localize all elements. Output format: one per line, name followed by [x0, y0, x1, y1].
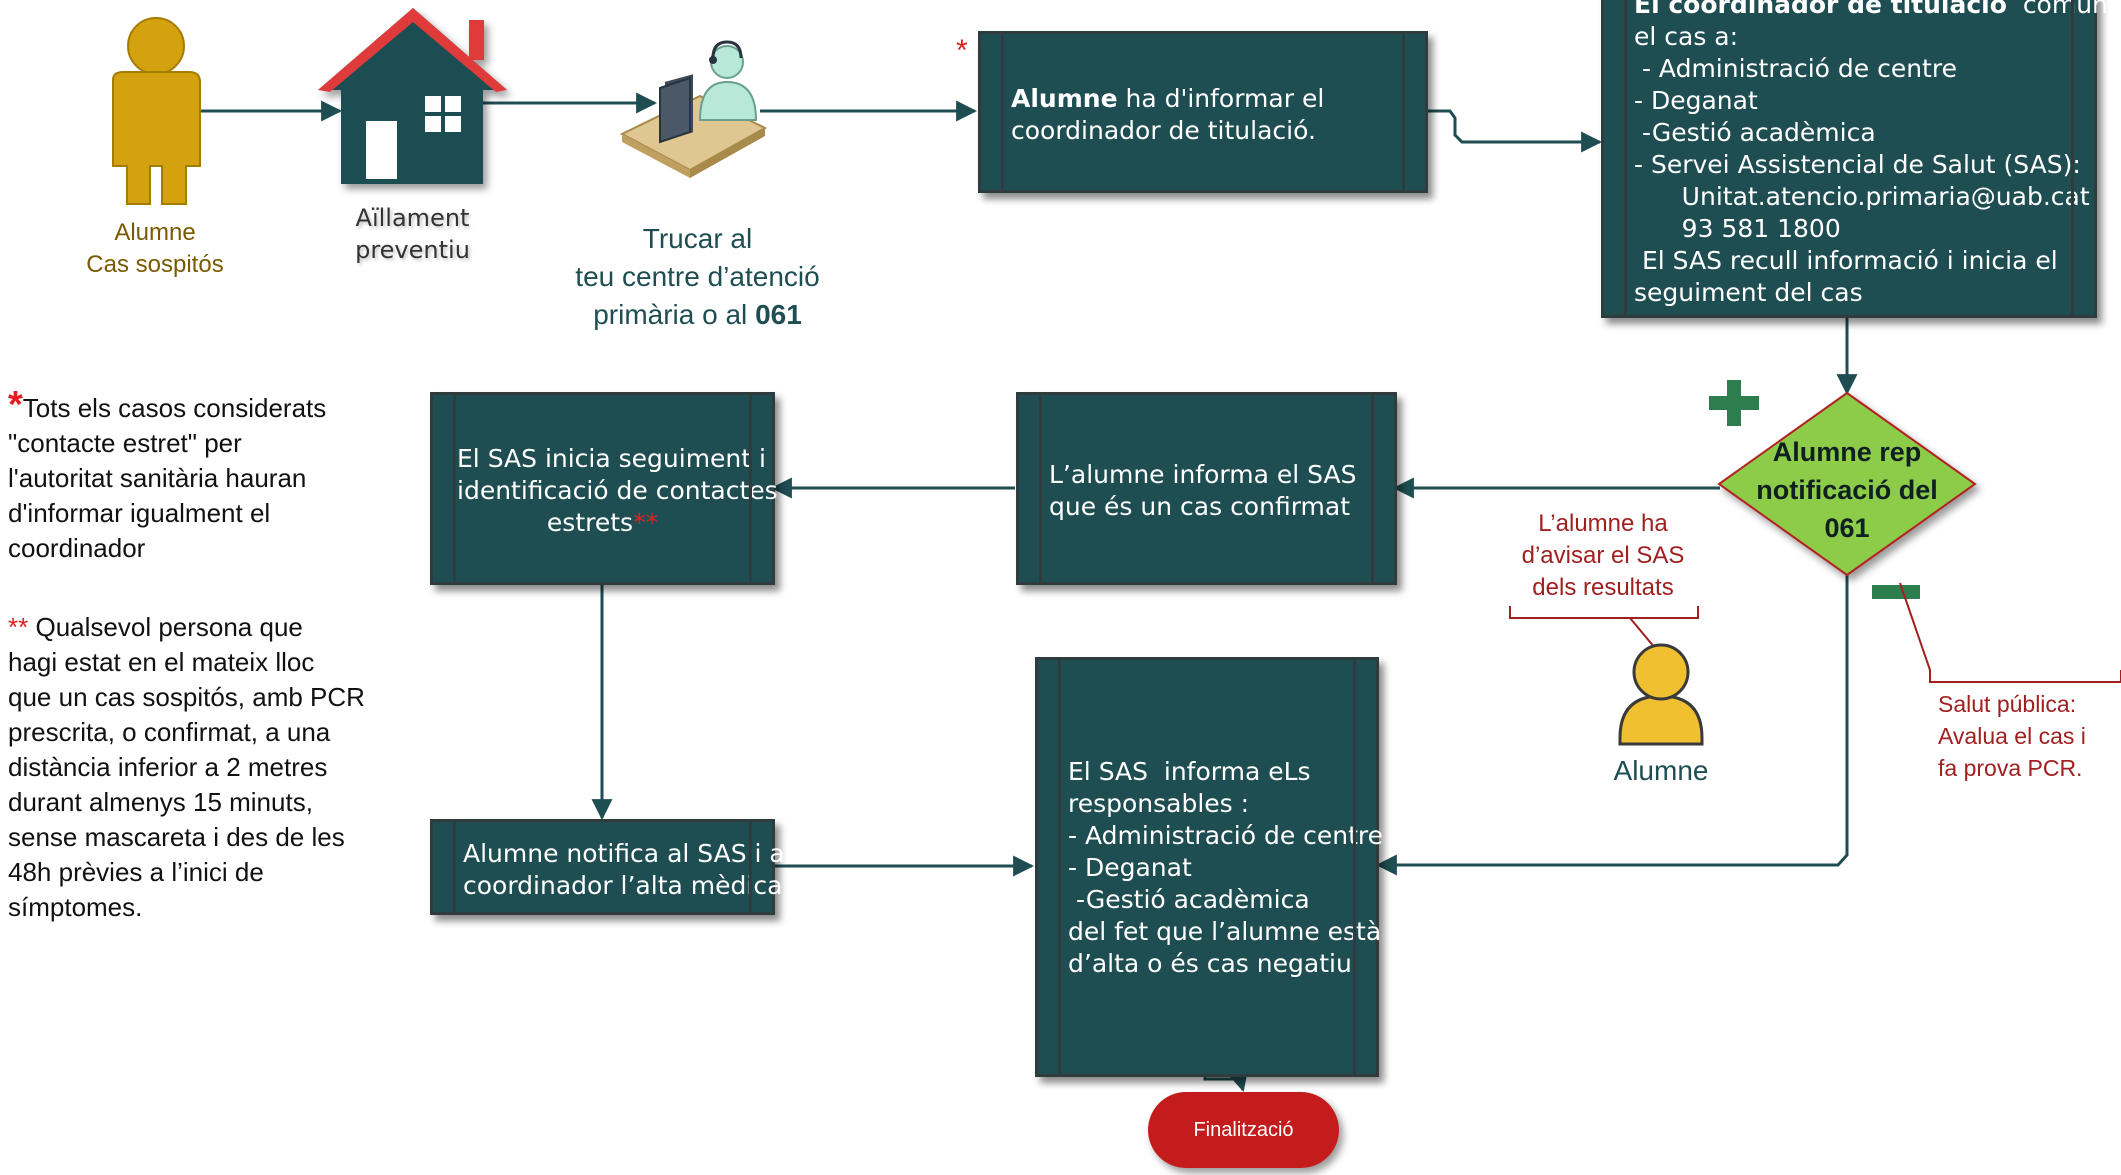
- student-informs-line1: L’alumne informa el SAS: [1049, 460, 1357, 489]
- decision-line2: notificació del: [1756, 475, 1938, 505]
- box-student-notifies: Alumne notifica al SAS i al coordinador …: [430, 819, 792, 915]
- sas-tracking-footnote-mark: **: [633, 508, 659, 537]
- arrow-decision-negative-to-sas-informs: [1375, 575, 1849, 876]
- footnote-2-line5: distància inferior a 2 metres: [8, 752, 328, 782]
- sas-informs-line3: - Administració de centre: [1068, 821, 1384, 850]
- footnote-1-line2: "contacte estret" per: [8, 428, 242, 458]
- student-avatar-icon: [1618, 643, 1704, 746]
- coordinator-line3: - Deganat: [1634, 86, 1758, 115]
- call-center-icon: [619, 40, 768, 178]
- note-bracket-results: [1509, 606, 1699, 649]
- end-label: Finalització: [1193, 1119, 1294, 1141]
- footnote-2-line3: que un cas sospitós, amb PCR: [8, 682, 365, 712]
- student-label-line2: Cas sospitós: [86, 251, 224, 278]
- note-bracket-public-health: [1899, 582, 2121, 683]
- footnote-1-line4: d'informar igualment el: [8, 498, 271, 528]
- arrow-inform-to-coordinator: [1425, 109, 1603, 153]
- footnote-2-text1: Qualsevol persona que: [28, 612, 303, 642]
- note-public-health-line2: Avalua el cas i: [1938, 723, 2086, 749]
- isolation-label-line1: Aïllament: [355, 204, 470, 232]
- student-notifies-line1: Alumne notifica al SAS i al: [463, 839, 792, 868]
- note-notify-results-line3: dels resultats: [1532, 574, 1674, 601]
- footnote-1-line5: coordinador: [8, 533, 146, 563]
- coordinator-line5: - Servei Assistencial de Salut (SAS):: [1634, 150, 2081, 179]
- footnote-1-line3: l'autoritat sanitària hauran: [8, 463, 307, 493]
- sas-informs-line1: El SAS informa eLs: [1068, 757, 1311, 786]
- coordinator-line4: -Gestió acadèmica: [1634, 118, 1876, 147]
- sas-tracking-line3: estrets**: [457, 507, 748, 539]
- box-coordinator-communicates: El coordinador de titulació comunica el …: [1601, 0, 2121, 318]
- box-sas-tracking: El SAS inicia seguiment i identificació …: [430, 392, 778, 585]
- coordinator-line7: 93 581 1800: [1634, 214, 1841, 243]
- inform-coordinator-line1: Alumne ha d'informar el: [1011, 83, 1397, 115]
- footnote-2-mark: **: [8, 612, 29, 642]
- call-label-line2: teu centre d’atenció: [575, 261, 820, 292]
- footnote-2-line8: 48h prèvies a l’inici de: [8, 857, 264, 887]
- call-label-line3-prefix: primària o al: [593, 299, 756, 330]
- note-public-health: Salut pública: Avalua el cas i fa prova …: [1938, 688, 2118, 784]
- footnote-2-line9: símptomes.: [8, 892, 143, 922]
- decision-text: Alumne rep notificació del 061: [1740, 433, 1954, 547]
- coordinator-bold: El coordinador de titulació: [1634, 0, 2007, 19]
- note-notify-results-line1: L’alumne ha: [1538, 510, 1668, 537]
- student-person-icon: [112, 17, 201, 205]
- coordinator-line0-rest: comunica: [2022, 0, 2121, 19]
- coordinator-line6: Unitat.atencio.primaria@uab.cat: [1634, 182, 2090, 211]
- isolation-label: Aïllament preventiu: [340, 202, 485, 266]
- decision-diamond: [1717, 391, 1977, 577]
- sas-tracking-line1: El SAS inicia seguiment i: [457, 444, 766, 473]
- box-inform-coordinator: Alumne ha d'informar el coordinador de t…: [978, 31, 1428, 193]
- plus-sign-icon: [1709, 380, 1759, 426]
- call-label: Trucar al teu centre d’atenció primària …: [540, 220, 855, 334]
- house-icon: [318, 8, 507, 184]
- student-informs-line2: que és un cas confirmat: [1049, 492, 1351, 521]
- decision-line3: 061: [1824, 513, 1870, 543]
- note-public-health-line1: Salut pública:: [1938, 691, 2077, 717]
- decision-line1: Alumne rep: [1772, 437, 1922, 467]
- footnote-1: *Tots els casos considerats "contacte es…: [8, 386, 368, 566]
- sas-informs-line5: -Gestió acadèmica: [1068, 885, 1310, 914]
- coordinator-line8: El SAS recull informació i inicia el: [1634, 246, 2058, 275]
- footnote-2-line4: prescrita, o confirmat, a una: [8, 717, 331, 747]
- coordinator-line1: el cas a:: [1634, 22, 1739, 51]
- sas-informs-line6: del fet que l’alumne està: [1068, 917, 1382, 946]
- footnote-2-line7: sense mascareta i des de les: [8, 822, 345, 852]
- sas-tracking-line3-text: estrets: [546, 508, 634, 537]
- footnote-1-line1: *Tots els casos considerats: [8, 386, 368, 426]
- call-label-line1: Trucar al: [642, 223, 753, 254]
- sas-informs-line2: responsables :: [1068, 789, 1250, 818]
- footnote-1-text1: Tots els casos considerats: [22, 393, 327, 423]
- coordinator-line2: - Administració de centre: [1634, 54, 1957, 83]
- call-label-number: 061: [755, 299, 802, 330]
- student-avatar-label: Alumne: [1613, 755, 1709, 786]
- box-student-informs-sas: L’alumne informa el SAS que és un cas co…: [1016, 392, 1397, 585]
- note-notify-results-line2: d’avisar el SAS: [1521, 542, 1685, 569]
- sas-tracking-line2: identificació de contactes: [457, 476, 778, 505]
- student-label-line1: Alumne: [114, 219, 196, 246]
- student-notifies-line2: coordinador l’alta mèdica: [463, 871, 783, 900]
- footnote-2-line6: durant almenys 15 minuts,: [8, 787, 313, 817]
- coordinator-line0: El coordinador de titulació comunica: [1634, 0, 2121, 21]
- isolation-label-line2: preventiu: [355, 236, 470, 264]
- note-public-health-line3: fa prova PCR.: [1938, 755, 2083, 781]
- footnote-2-line1: ** Qualsevol persona que: [8, 610, 378, 645]
- asterisk-marker: *: [956, 34, 968, 67]
- minus-sign-icon: [1872, 585, 1920, 599]
- box-sas-informs: El SAS informa eLs responsables : - Admi…: [1035, 657, 1384, 1077]
- student-label: Alumne Cas sospitós: [75, 217, 235, 281]
- footnote-2: ** Qualsevol persona que hagi estat en e…: [8, 610, 378, 925]
- sas-informs-line7: d’alta o és cas negatiu: [1068, 949, 1352, 978]
- footnote-1-mark: *: [8, 384, 23, 426]
- inform-coordinator-bold: Alumne: [1011, 84, 1118, 113]
- end-terminator: [1148, 1092, 1339, 1168]
- footnote-2-line2: hagi estat en el mateix lloc: [8, 647, 315, 677]
- inform-coordinator-rest: ha d'informar el: [1117, 84, 1325, 113]
- sas-informs-line4: - Deganat: [1068, 853, 1192, 882]
- coordinator-line9: seguiment del cas: [1634, 278, 1863, 307]
- inform-coordinator-line2: coordinador de titulació.: [1011, 116, 1316, 145]
- note-notify-results: L’alumne ha d’avisar el SAS dels resulta…: [1502, 508, 1704, 604]
- call-label-line3: primària o al 061: [540, 296, 855, 334]
